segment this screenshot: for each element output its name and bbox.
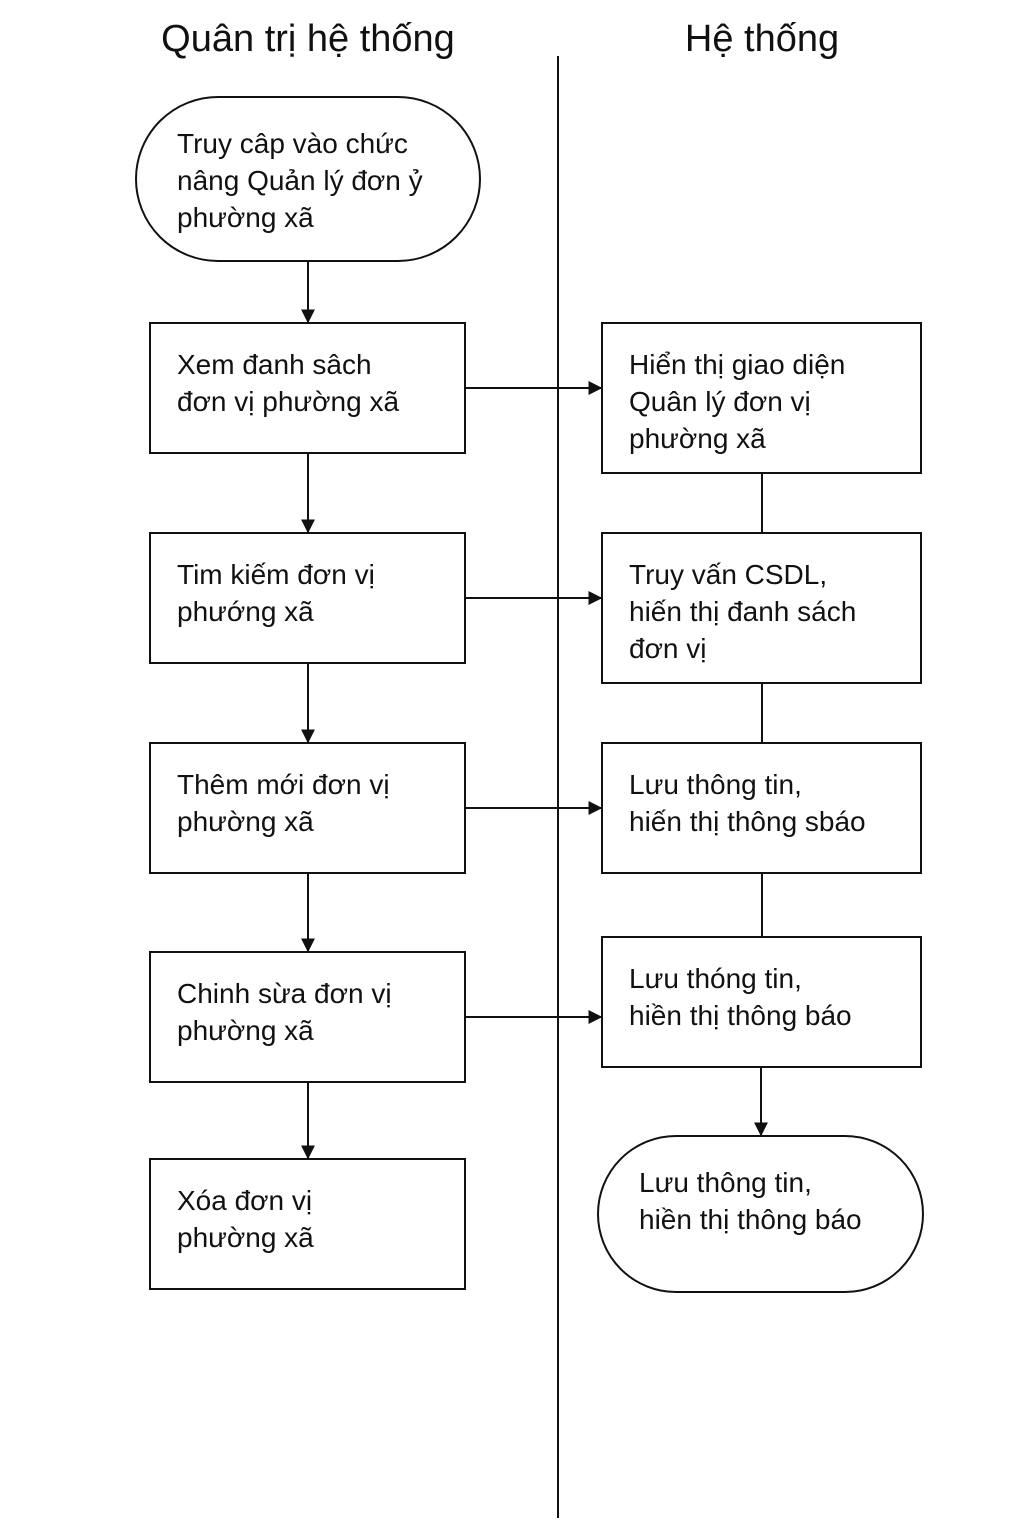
process-save-notify-add: Lưu thông tin, hiến thị thông sbáo	[601, 742, 922, 874]
process-show-management-ui: Hiển thị giao diện Quân lý đơn vị phường…	[601, 322, 922, 474]
lane-title-admin: Quân trị hệ thống	[161, 18, 455, 60]
process-add-ward: Thêm mới đơn vị phường xã	[149, 742, 466, 874]
process-edit-ward: Chinh sừa đơn vị phường xã	[149, 951, 466, 1083]
process-query-database: Truy vấn CSDL, hiến thị đanh sách đơn vị	[601, 532, 922, 684]
process-search-ward: Tim kiếm đơn vị phướng xã	[149, 532, 466, 664]
process-delete-ward: Xóa đơn vị phường xã	[149, 1158, 466, 1290]
end-terminator-save-notify: Lưu thông tin, hiền thị thông báo	[597, 1135, 924, 1293]
process-view-ward-list: Xem đanh sâch đơn vị phường xã	[149, 322, 466, 454]
start-terminator-access-function: Truy câp vào chức nâng Quản lý đơn ỷ phư…	[135, 96, 481, 262]
lane-title-system: Hệ thống	[684, 18, 840, 60]
process-save-notify-edit: Lưu thóng tin, hiền thị thông báo	[601, 936, 922, 1068]
